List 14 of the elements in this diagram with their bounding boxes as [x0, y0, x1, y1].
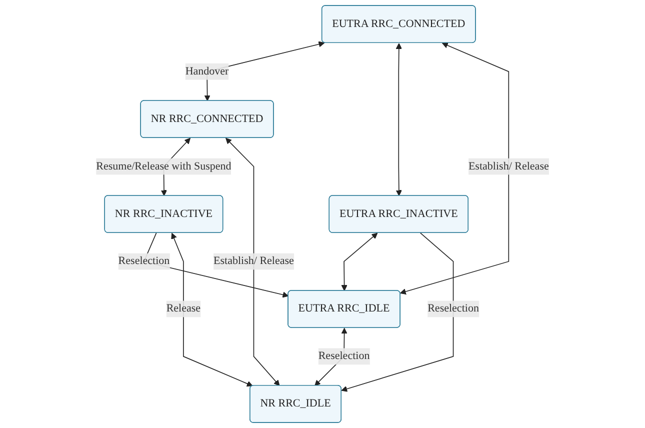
edge-label: Handover: [185, 65, 229, 78]
arrow: [226, 138, 280, 386]
arrow: [341, 232, 378, 291]
edge-label: Resume/Release with Suspend: [96, 160, 232, 172]
edge-label: Reselection: [118, 255, 170, 267]
edge-label: Reselection: [318, 350, 370, 362]
edge-label: Release: [166, 302, 201, 314]
arrow: [396, 43, 402, 196]
edge-label: Establish/ Release: [468, 160, 549, 172]
edge-label: Establish/ Release: [214, 255, 294, 267]
arrow: [171, 232, 253, 387]
arrow: [400, 42, 510, 295]
edge-label: Reselection: [428, 302, 479, 314]
arrow: [341, 232, 454, 392]
